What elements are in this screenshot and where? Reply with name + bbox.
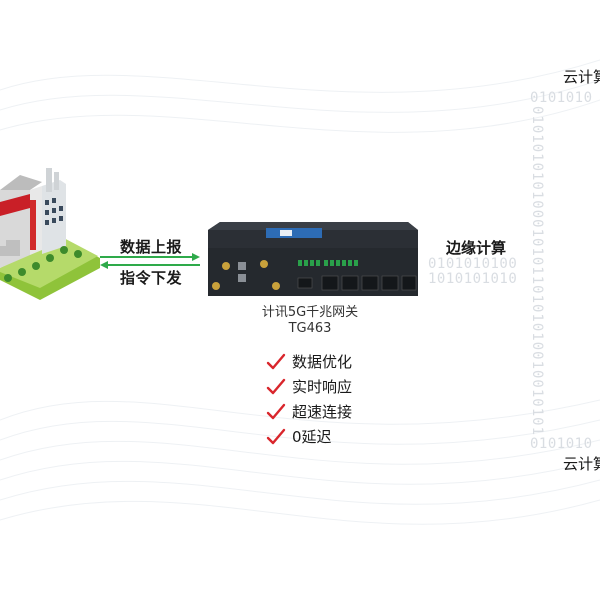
feature-label: 超速连接 [292,403,353,421]
binary-decoration: 1010101010 [428,271,518,287]
feature-label: 0延迟 [292,428,332,446]
factory-icon [0,168,100,300]
cloud-computing-label-top: 云计算 [563,68,600,86]
cloud-computing-label-bottom: 云计算 [563,455,600,473]
device-name-line1: 计讯5G千兆网关 [261,305,359,320]
feature-list: 数据优化 实时响应 超速连接 0延迟 [266,349,426,449]
check-icon [266,378,286,394]
binary-decoration: 0101010 [530,436,593,452]
check-icon [266,353,286,369]
feature-label: 实时响应 [292,378,353,396]
feature-item: 数据优化 [266,349,426,374]
feature-item: 超速连接 [266,399,426,424]
edge-computing-label: 边缘计算 [446,239,507,257]
device-model: TG463 [288,321,332,336]
router-device-image [208,222,418,296]
check-icon [266,403,286,419]
feature-item: 实时响应 [266,374,426,399]
data-flow-arrows [100,253,200,269]
upload-label: 数据上报 [120,238,183,256]
binary-decoration: 0101010100 [428,256,518,272]
check-icon [266,428,286,444]
device-name: 计讯5G千兆网关 TG463 [240,305,380,337]
feature-label: 数据优化 [292,353,353,371]
binary-decoration: 0101010101000101011010101001001010100101… [529,106,545,436]
feature-item: 0延迟 [266,424,426,449]
binary-decoration: 0101010 [530,90,593,106]
download-label: 指令下发 [120,269,183,287]
